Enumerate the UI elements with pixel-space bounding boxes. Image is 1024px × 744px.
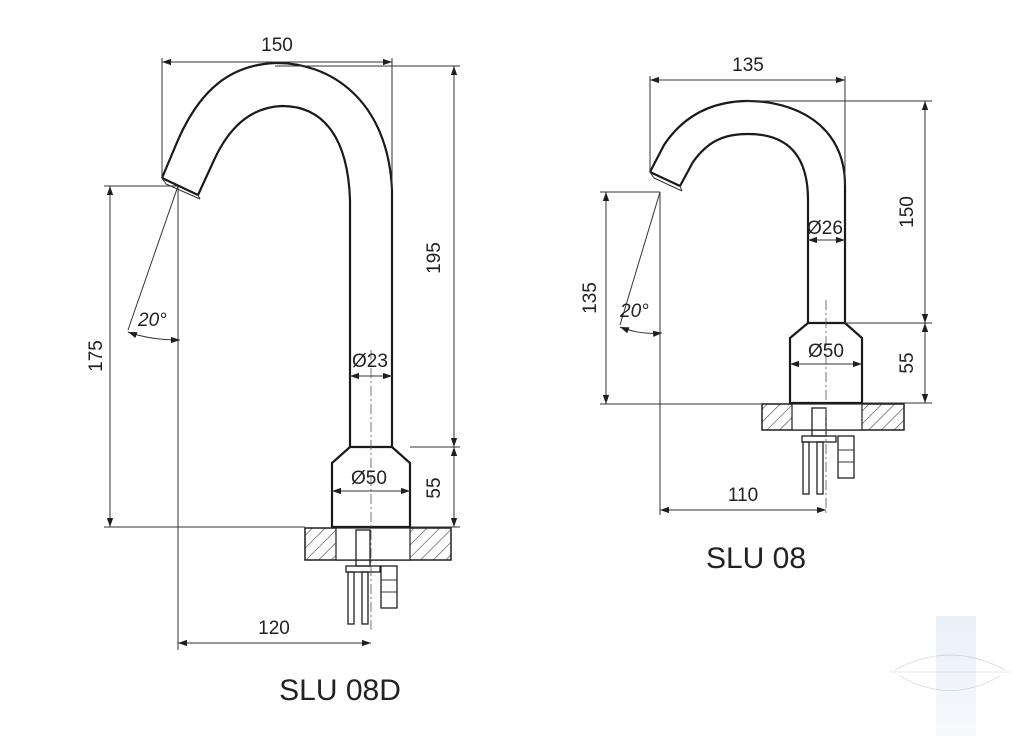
watermark-logo-icon [890,654,1010,691]
dim-right-base-height: 55 [897,352,918,373]
dim-left-angle: 20° [137,310,167,331]
model-label-slu-08d: SLU 08D [279,674,401,707]
dim-right-pipe-diameter: Ø26 [807,218,843,239]
dim-right-height-spout: 150 [897,196,918,228]
watermark-panel [936,616,976,736]
faucet-slu-08 [619,99,905,515]
dim-right-height-outlet: 135 [580,282,601,314]
dim-right-base-diameter: Ø50 [808,341,844,362]
dim-left-reach: 120 [258,618,290,639]
dim-left-base-diameter: Ø50 [351,468,387,489]
dim-left-height-outlet: 175 [86,340,107,372]
dim-right-reach: 110 [728,485,758,506]
dim-left-width-top: 150 [261,35,293,56]
dims-left [104,58,460,647]
dim-right-angle: 20° [619,301,649,322]
dims-right [600,76,932,514]
dim-left-pipe-diameter: Ø23 [352,351,388,372]
dim-left-height-spout: 195 [424,242,445,274]
dim-left-base-height: 55 [424,477,445,498]
dim-right-width-top: 135 [732,55,764,76]
model-label-slu-08: SLU 08 [706,542,806,575]
faucet-slu-08d [127,61,452,650]
